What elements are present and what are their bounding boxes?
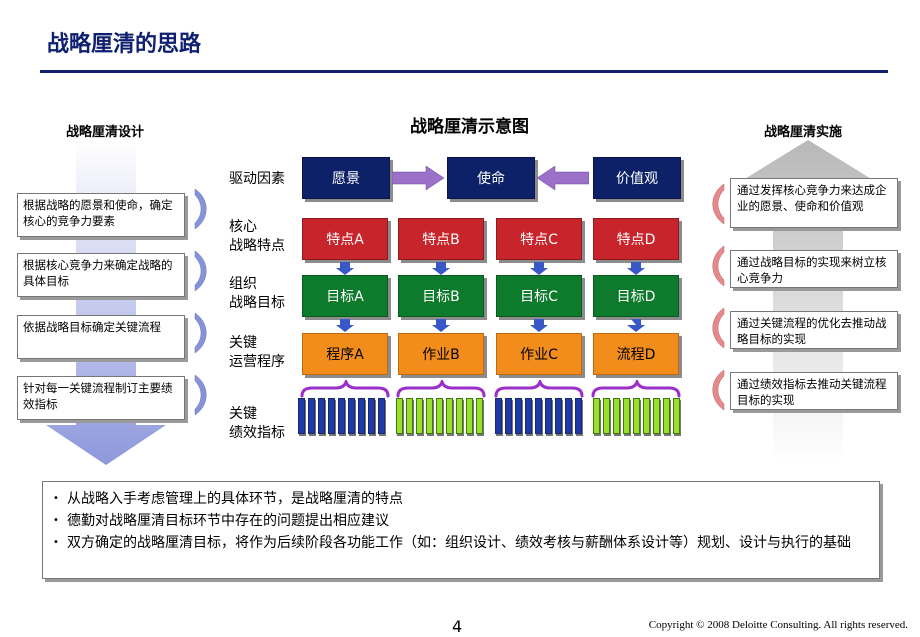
page-title: 战略厘清的思路 [47, 32, 202, 57]
right-box-3: 通过关键流程的优化去推动战略目标的实现 [730, 311, 898, 349]
feature-d: 特点D [593, 218, 679, 260]
kpi-bar [623, 398, 630, 434]
list-item: •双方确定的战略厘清目标，将作为后续阶段各功能工作（如：组织设计、绩效考核与薪酬… [53, 535, 851, 551]
process-a: 程序A [302, 333, 388, 375]
kpi-bar [406, 398, 413, 434]
feature-a: 特点A [302, 218, 388, 260]
kpi-group-c [495, 398, 582, 434]
title-divider [40, 70, 888, 73]
kpi-bar [368, 398, 375, 434]
row-label-kpi: 关键 绩效指标 [229, 406, 285, 441]
kpi-bar [348, 398, 355, 434]
kpi-bar [643, 398, 650, 434]
diagram-title: 战略厘清示意图 [410, 117, 529, 137]
kpi-bar [416, 398, 423, 434]
goal-a: 目标A [302, 275, 388, 317]
right-curve-arrows [712, 183, 725, 411]
copyright: Copyright © 2008 Deloitte Consulting. Al… [648, 619, 908, 631]
kpi-bar [358, 398, 365, 434]
kpi-bar [525, 398, 532, 434]
kpi-bar [338, 398, 345, 434]
kpi-bar [663, 398, 670, 434]
kpi-bar [613, 398, 620, 434]
kpi-bar [515, 398, 522, 434]
kpi-group-a [298, 398, 385, 434]
kpi-bar [318, 398, 325, 434]
kpi-bar [308, 398, 315, 434]
kpi-bar [436, 398, 443, 434]
right-arrow-icon [392, 166, 444, 190]
kpi-bar [476, 398, 483, 434]
goal-b: 目标B [398, 275, 484, 317]
kpi-bar [565, 398, 572, 434]
right-heading: 战略厘清实施 [763, 125, 842, 140]
kpi-bar [456, 398, 463, 434]
kpi-bar [535, 398, 542, 434]
kpi-bar [603, 398, 610, 434]
left-box-4: 针对每一关键流程制订主要绩效指标 [17, 376, 185, 420]
right-box-4: 通过绩效指标去推动关键流程目标的实现 [730, 372, 898, 410]
kpi-bar [575, 398, 582, 434]
kpi-bar [653, 398, 660, 434]
left-curve-arrows [194, 188, 207, 416]
kpi-bar [555, 398, 562, 434]
kpi-bars [298, 398, 693, 440]
process-c: 作业C [496, 333, 582, 375]
kpi-bar [426, 398, 433, 434]
kpi-bar [505, 398, 512, 434]
goal-d: 目标D [593, 275, 679, 317]
driver-mission: 使命 [447, 157, 535, 199]
process-b: 作业B [398, 333, 484, 375]
left-heading: 战略厘清设计 [65, 125, 144, 140]
kpi-bar [633, 398, 640, 434]
kpi-bar [298, 398, 305, 434]
kpi-bar [673, 398, 680, 434]
kpi-group-b [396, 398, 483, 434]
row-label-features: 核心 战略特点 [229, 219, 285, 254]
brace-connectors [300, 380, 681, 398]
left-box-1: 根据战略的愿景和使命，确定核心的竞争力要素 [17, 193, 185, 237]
kpi-bar [446, 398, 453, 434]
goal-c: 目标C [496, 275, 582, 317]
down-connector-arrows [336, 262, 645, 332]
left-box-2: 根据核心竞争力来确定战略的具体目标 [17, 253, 185, 297]
left-box-3: 依据战略目标确定关键流程 [17, 315, 185, 359]
process-d: 流程D [593, 333, 679, 375]
right-box-2: 通过战略目标的实现来树立核心竞争力 [730, 250, 898, 288]
page-number: 4 [452, 617, 463, 636]
kpi-bar [495, 398, 502, 434]
kpi-bar [396, 398, 403, 434]
kpi-group-d [593, 398, 680, 434]
driver-values: 价值观 [593, 157, 681, 199]
kpi-bar [545, 398, 552, 434]
right-box-1: 通过发挥核心竞争力来达成企业的愿景、使命和价值观 [730, 178, 898, 228]
kpi-bar [378, 398, 385, 434]
kpi-bar [593, 398, 600, 434]
row-label-process: 关键 运营程序 [229, 335, 285, 370]
list-item: •德勤对战略厘清目标环节中存在的问题提出相应建议 [53, 513, 389, 529]
kpi-bar [328, 398, 335, 434]
left-arrow-icon [537, 166, 589, 190]
row-label-goals: 组织 战略目标 [229, 276, 285, 311]
driver-vision: 愿景 [302, 157, 390, 199]
feature-c: 特点C [496, 218, 582, 260]
kpi-bar [466, 398, 473, 434]
feature-b: 特点B [398, 218, 484, 260]
list-item: •从战略入手考虑管理上的具体环节，是战略厘清的特点 [53, 491, 403, 507]
summary-box: •从战略入手考虑管理上的具体环节，是战略厘清的特点 •德勤对战略厘清目标环节中存… [42, 481, 880, 579]
row-label-drivers: 驱动因素 [229, 171, 285, 187]
